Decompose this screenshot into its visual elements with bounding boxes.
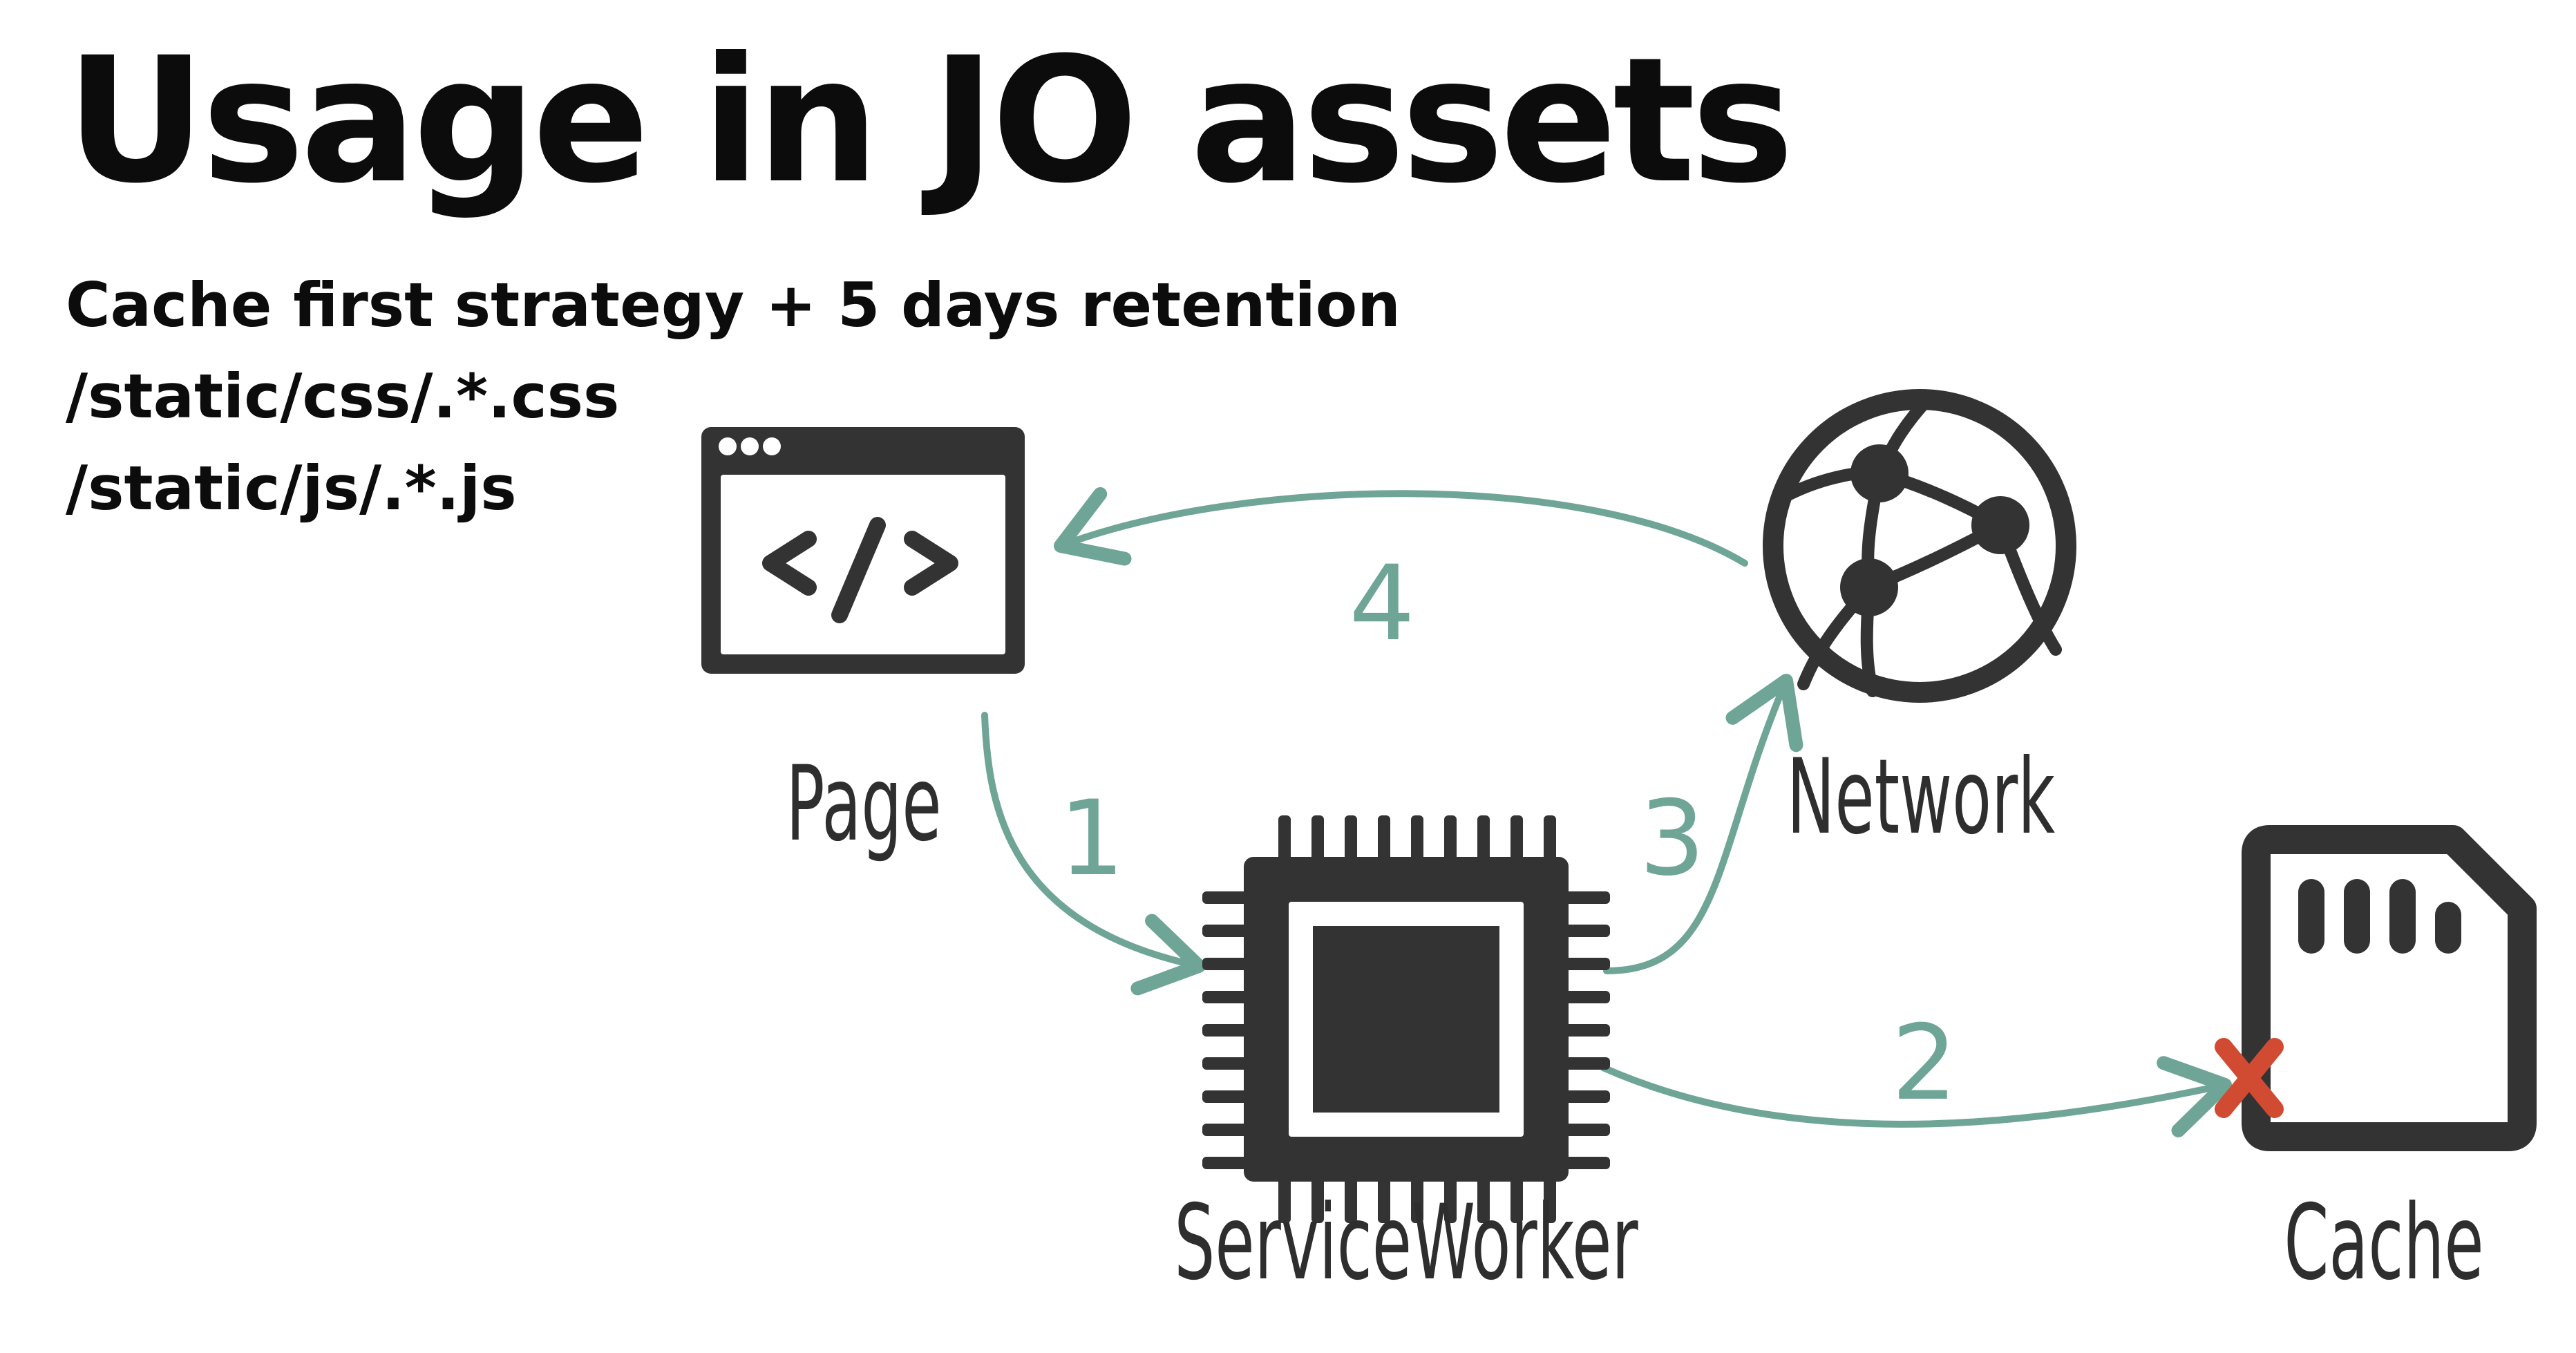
chip-pin-bottom-3: [1378, 1175, 1390, 1223]
chip-pin-top-4: [1411, 815, 1423, 864]
chip-pin-right-5: [1562, 1057, 1610, 1070]
chip-pin-right-1: [1562, 925, 1610, 937]
step-number-2: 2: [1891, 1003, 1957, 1124]
chip-pin-left-1: [1202, 925, 1251, 937]
subtitle-strategy: Cache first strategy + 5 days retention: [66, 269, 1401, 341]
globe-network-icon: [1763, 389, 2076, 703]
chip-pin-top-0: [1278, 815, 1291, 864]
arrow-serviceworker-to-cache: [1600, 1056, 2232, 1137]
step-number-3: 3: [1639, 779, 1705, 899]
red-x-icon: [2215, 1038, 2284, 1118]
sd-card-icon: [2242, 825, 2537, 1151]
chip-pin-bottom-6: [1477, 1175, 1490, 1223]
chip-pin-bottom-1: [1311, 1175, 1324, 1223]
serviceworker-label: ServiceWorker: [1174, 1183, 1638, 1303]
chip-pin-top-5: [1444, 815, 1457, 864]
step-numbers: 1 2 3 4: [1059, 544, 1957, 1124]
chip-pin-bottom-0: [1278, 1175, 1291, 1223]
chip-pin-bottom-5: [1444, 1175, 1457, 1223]
chip-pin-bottom-2: [1345, 1175, 1357, 1223]
slide-title: Usage in JO assets: [66, 20, 1794, 221]
chip-pin-left-6: [1202, 1090, 1251, 1103]
arrow-serviceworker-to-network: [1603, 674, 1803, 974]
chip-pin-top-3: [1378, 815, 1390, 864]
cache-label: Cache: [2284, 1183, 2483, 1303]
chip-pin-top-8: [1544, 815, 1556, 864]
cpu-chip-icon: [1202, 815, 1610, 1223]
chip-pin-bottom-4: [1411, 1175, 1423, 1223]
chip-pin-right-7: [1562, 1124, 1610, 1136]
subtitle-css-pattern: /static/css/.*.css: [66, 361, 620, 432]
chip-pin-top-7: [1510, 815, 1523, 864]
step-number-4: 4: [1349, 544, 1414, 664]
chip-pin-top-2: [1345, 815, 1357, 864]
chip-pin-right-0: [1562, 891, 1610, 904]
arrows: [981, 487, 2232, 1137]
chip-pin-left-8: [1202, 1157, 1251, 1169]
step-number-1: 1: [1059, 779, 1124, 899]
chip-pin-right-2: [1562, 958, 1610, 970]
chip-pin-left-7: [1202, 1124, 1251, 1136]
chip-pin-bottom-8: [1544, 1175, 1556, 1223]
page-label: Page: [786, 744, 941, 864]
chip-pin-bottom-7: [1510, 1175, 1523, 1223]
chip-pin-right-4: [1562, 1024, 1610, 1037]
chip-pin-top-1: [1311, 815, 1324, 864]
subtitle-js-pattern: /static/js/.*.js: [66, 453, 517, 524]
chip-pin-left-0: [1202, 891, 1251, 904]
arrow-network-to-page: [1054, 487, 1748, 567]
network-label: Network: [1787, 737, 2055, 858]
chip-pin-left-2: [1202, 958, 1251, 970]
code-window-icon: [701, 427, 1025, 674]
arrow-page-to-serviceworker: [981, 712, 1206, 996]
chip-pin-right-8: [1562, 1157, 1610, 1169]
chip-pin-left-4: [1202, 1024, 1251, 1037]
chip-pin-right-6: [1562, 1090, 1610, 1103]
chip-pin-right-3: [1562, 991, 1610, 1003]
chip-pin-top-6: [1477, 815, 1490, 864]
chip-pin-left-5: [1202, 1057, 1251, 1070]
chip-pin-left-3: [1202, 991, 1251, 1003]
